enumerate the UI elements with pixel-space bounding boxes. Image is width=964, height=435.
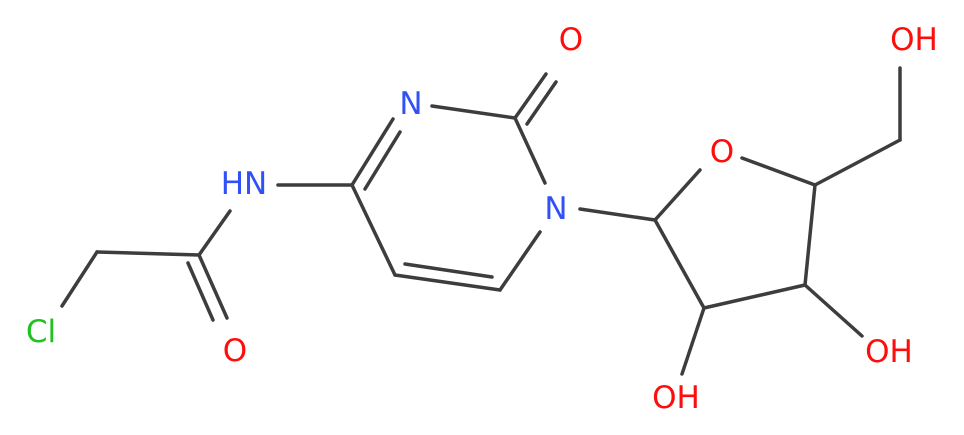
bond-n1-c6 (498, 230, 542, 292)
bond-c2-n1 (513, 116, 547, 185)
bond-oring-c4prime (740, 156, 817, 187)
bond-c4-n3-second (363, 130, 402, 191)
bond-c3prime-c2prime (702, 283, 807, 310)
bond-layer (60, 66, 902, 376)
atom-c2-hydroxyl: OH (652, 380, 700, 416)
atom-ring-oxygen: O (710, 134, 734, 170)
bond-c4prime-ch2 (813, 138, 902, 187)
atom-ring-nitrogen-n1: N (544, 191, 567, 227)
atom-carbonyl-oxygen: O (559, 22, 583, 58)
bond-c2-o (513, 72, 548, 120)
bond-amide-c-o-second (186, 261, 215, 322)
bond-c1prime-oring (653, 168, 702, 222)
atom-amide-oxygen: O (223, 333, 247, 369)
bond-c2prime-oh (680, 306, 706, 376)
bond-c4prime-c3prime (803, 183, 817, 287)
atom-ring-nitrogen-n3: N (399, 86, 422, 122)
atom-chlorine: Cl (26, 314, 56, 350)
atom-label-layer: Cl O HN N O N O OH OH OH (26, 22, 938, 416)
bond-c3prime-oh (803, 283, 864, 338)
atom-c3-hydroxyl: OH (865, 334, 913, 370)
bond-amide-c-o (197, 253, 229, 320)
bond-carbonyl-nh (197, 209, 232, 257)
bond-c5-c4 (350, 183, 397, 277)
bond-n1-c1prime (578, 207, 657, 222)
bond-c2prime-c1prime (653, 218, 706, 310)
bond-cl-ch2 (60, 250, 99, 308)
bond-c2-o-second (525, 80, 558, 126)
atom-hydroxymethyl-oh: OH (890, 22, 938, 58)
bond-n3-c2 (430, 104, 517, 120)
bond-c6-c5-second (403, 262, 494, 279)
bond-ch2-carbonyl (95, 250, 201, 257)
bond-c6-c5 (393, 273, 502, 292)
atom-amide-nitrogen: HN (221, 166, 268, 202)
bond-c4-n3 (350, 117, 395, 187)
